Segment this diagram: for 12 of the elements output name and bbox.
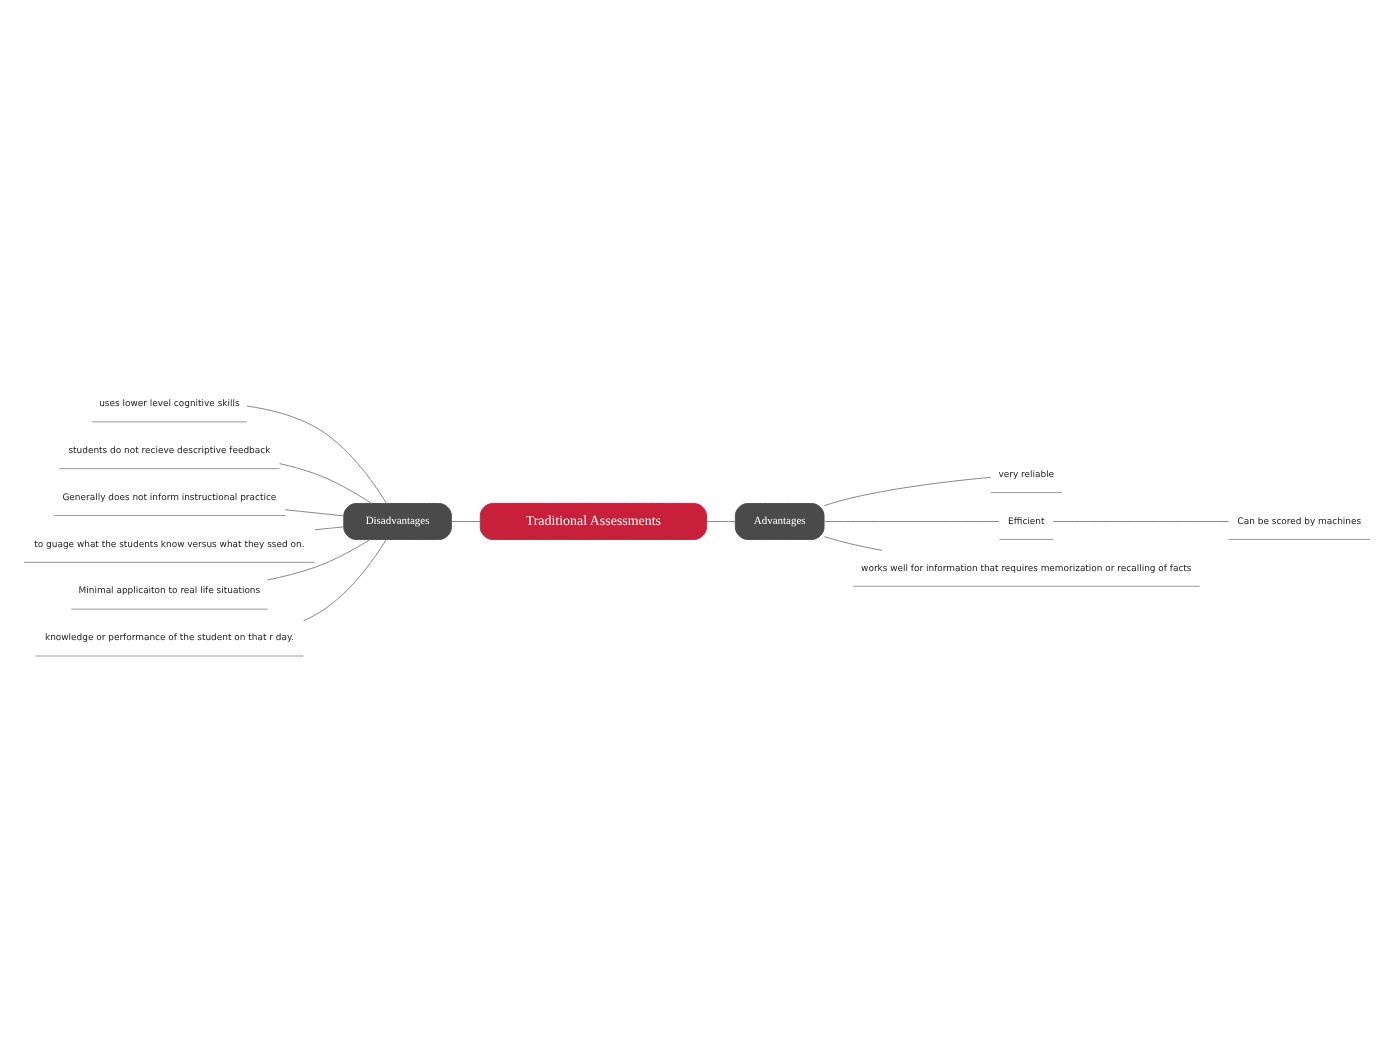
connector bbox=[451, 520, 481, 521]
connector bbox=[246, 404, 387, 503]
connector bbox=[267, 537, 371, 580]
connector bbox=[823, 520, 1000, 521]
connector bbox=[314, 525, 345, 530]
connector bbox=[303, 538, 387, 621]
connector bbox=[1052, 520, 1229, 521]
connector bbox=[823, 475, 992, 506]
connector bbox=[284, 508, 345, 516]
connector bbox=[823, 535, 883, 550]
connector bbox=[706, 520, 736, 521]
connector bbox=[279, 462, 372, 503]
